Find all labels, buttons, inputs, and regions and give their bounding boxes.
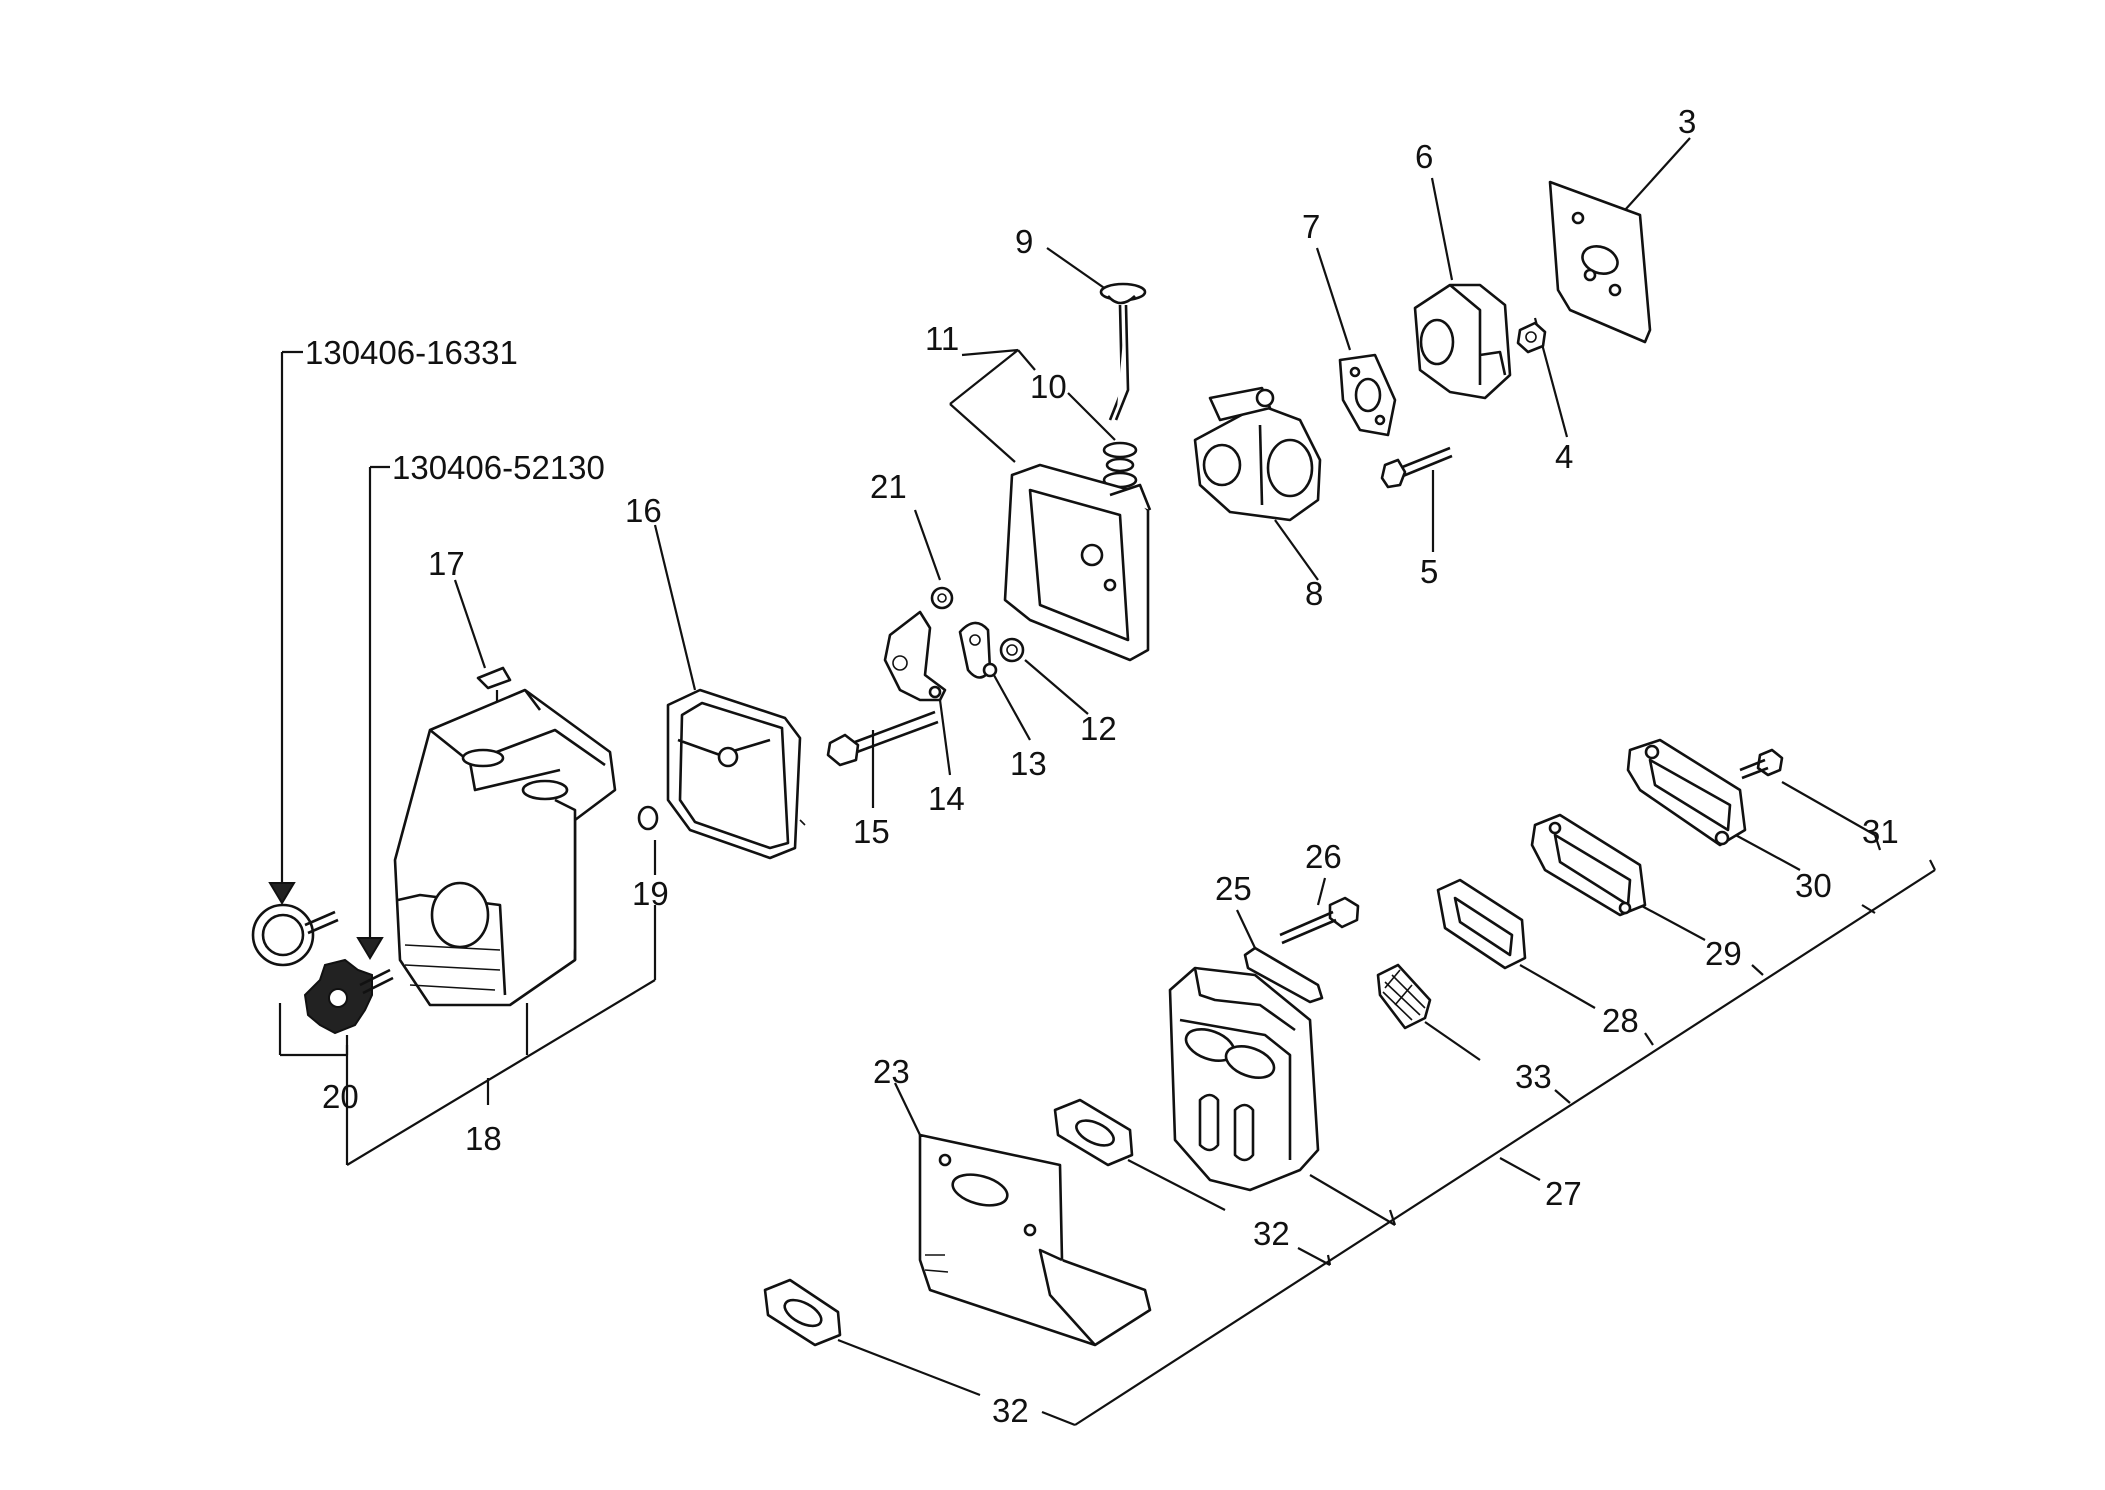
part-label-21: 21 bbox=[870, 468, 907, 505]
part-33-screen bbox=[1376, 963, 1432, 1030]
part-16-air-filter bbox=[666, 688, 806, 860]
part-label-31: 31 bbox=[1862, 813, 1899, 850]
part-12-washer bbox=[999, 637, 1025, 663]
part-31-bolt bbox=[1739, 748, 1784, 780]
part-32-gasket-lower bbox=[763, 1278, 842, 1347]
part-label-32-upper: 32 bbox=[1253, 1215, 1290, 1252]
part-21-washer bbox=[930, 586, 954, 610]
part-label-6: 6 bbox=[1415, 138, 1433, 175]
part-26-bolt bbox=[1279, 896, 1360, 945]
part-label-11: 11 bbox=[925, 320, 959, 357]
part-29-gasket bbox=[1530, 813, 1647, 917]
part-label-8: 8 bbox=[1305, 575, 1323, 612]
part-label-7: 7 bbox=[1302, 208, 1320, 245]
reference-code-knob-round: 130406-16331 bbox=[305, 334, 518, 371]
part-32-gasket-upper bbox=[1053, 1098, 1134, 1167]
arrowheads bbox=[268, 882, 384, 960]
part-label-27: 27 bbox=[1545, 1175, 1582, 1212]
part-9-choke-rod bbox=[1099, 282, 1147, 421]
part-17-label bbox=[476, 666, 512, 690]
part-30-gasket bbox=[1626, 738, 1747, 847]
part-label-3: 3 bbox=[1678, 103, 1696, 140]
part-label-13: 13 bbox=[1010, 745, 1047, 782]
part-14-choke-bracket bbox=[883, 610, 947, 702]
part-label-19: 19 bbox=[632, 875, 669, 912]
part-label-17: 17 bbox=[428, 545, 465, 582]
part-label-28: 28 bbox=[1602, 1002, 1639, 1039]
part-19-oring bbox=[637, 805, 659, 831]
part-label-15: 15 bbox=[853, 813, 890, 850]
part-label-12: 12 bbox=[1080, 710, 1117, 747]
part-3-gasket bbox=[1548, 180, 1652, 344]
leader-lines bbox=[278, 137, 1936, 1427]
part-15-bolt bbox=[826, 710, 939, 767]
part-label-32-lower: 32 bbox=[992, 1392, 1029, 1429]
part-label-9: 9 bbox=[1015, 223, 1033, 260]
part-20-knob-round bbox=[251, 903, 339, 967]
part-25-plate bbox=[1243, 946, 1324, 1004]
part-label-26: 26 bbox=[1305, 838, 1342, 875]
part-label-18: 18 bbox=[465, 1120, 502, 1157]
part-label-25: 25 bbox=[1215, 870, 1252, 907]
reference-code-knob-star: 130406-52130 bbox=[392, 449, 605, 486]
part-18-air-cleaner-cover bbox=[393, 688, 617, 1007]
part-label-16: 16 bbox=[625, 492, 662, 529]
part-6-insulator bbox=[1413, 283, 1512, 400]
part-label-20: 20 bbox=[322, 1078, 359, 1115]
reference-code-labels: 130406-16331 130406-52130 bbox=[305, 334, 605, 486]
part-label-10: 10 bbox=[1030, 368, 1067, 405]
part-11-air-cleaner-case bbox=[1003, 463, 1152, 662]
part-5-bolt bbox=[1380, 446, 1453, 489]
part-label-4: 4 bbox=[1555, 438, 1573, 475]
part-20-knob-star bbox=[303, 958, 394, 1035]
part-label-14: 14 bbox=[928, 780, 965, 817]
part-23-heat-shield bbox=[918, 1133, 1152, 1347]
part-label-30: 30 bbox=[1795, 867, 1832, 904]
part-4-nut bbox=[1516, 321, 1547, 354]
part-label-33: 33 bbox=[1515, 1058, 1552, 1095]
part-10-grommet bbox=[1102, 441, 1138, 489]
part-number-labels: 3 6 7 9 11 10 4 5 8 21 12 13 14 15 16 17… bbox=[322, 103, 1899, 1429]
part-label-5: 5 bbox=[1420, 553, 1438, 590]
part-label-29: 29 bbox=[1705, 935, 1742, 972]
part-27-muffler bbox=[1168, 966, 1320, 1192]
part-label-23: 23 bbox=[873, 1053, 910, 1090]
part-28-gasket bbox=[1436, 878, 1527, 970]
part-13-clip bbox=[958, 621, 998, 679]
part-8-carburetor bbox=[1193, 386, 1322, 522]
part-7-gasket bbox=[1338, 353, 1397, 437]
